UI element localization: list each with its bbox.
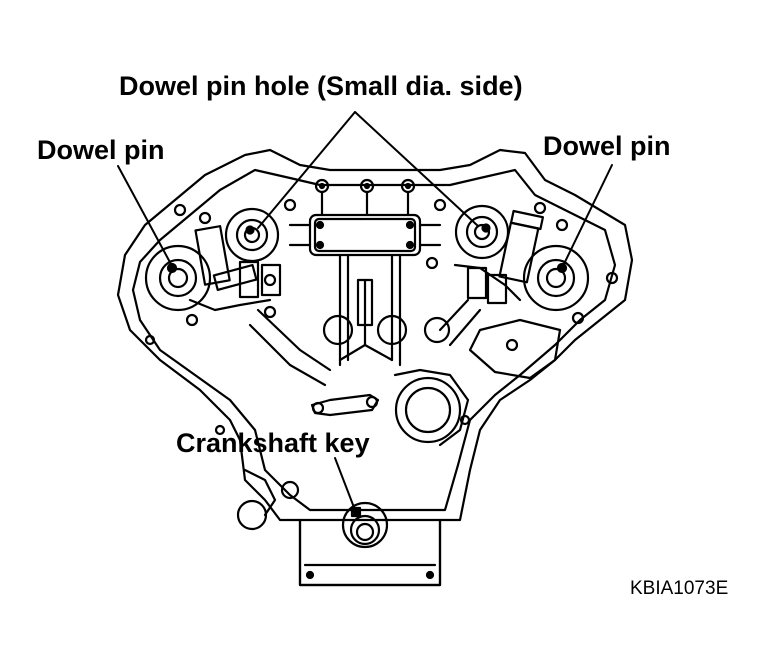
dowel-pin-left-label: Dowel pin [37, 135, 165, 165]
leader-dowel-left [117, 165, 173, 267]
right-exhaust-cam-sprocket [522, 244, 590, 312]
right-chain-guide [438, 298, 482, 347]
guide-rods [338, 253, 402, 367]
idler-left [322, 314, 354, 346]
left-exhaust-cam-sprocket [144, 244, 212, 312]
leader-dowel-right [562, 164, 613, 267]
left-mount [236, 468, 300, 531]
dowel-pin-hole-label: Dowel pin hole (Small dia. side) [119, 71, 523, 101]
lower-link [310, 393, 380, 417]
mounting-bolts [144, 198, 619, 436]
left-chain-guide [248, 308, 332, 387]
leader-dowel-hole-left [257, 111, 356, 229]
right-bracket [468, 318, 562, 380]
figure-code: KBIA1073E [630, 578, 729, 599]
idler-right [376, 314, 408, 346]
leader-crankshaft-key [334, 457, 356, 511]
right-tensioner [453, 209, 545, 305]
crankshaft-key-label: Crankshaft key [176, 428, 370, 458]
dowel-pin-right-label: Dowel pin [543, 131, 671, 161]
engine-outline [116, 148, 634, 587]
center-guide-plate [288, 213, 442, 257]
idler-far-right [423, 316, 451, 344]
oil-pan [298, 518, 442, 587]
leader-lines [117, 111, 613, 511]
leader-dowel-hole-right [354, 111, 479, 227]
left-tensioner [188, 225, 282, 312]
top-bolts [314, 178, 416, 217]
crankshaft-sprocket [341, 501, 389, 549]
engine-inner-outline [131, 168, 617, 512]
left-intake-cam-sprocket [224, 207, 280, 263]
water-pump [393, 368, 471, 447]
